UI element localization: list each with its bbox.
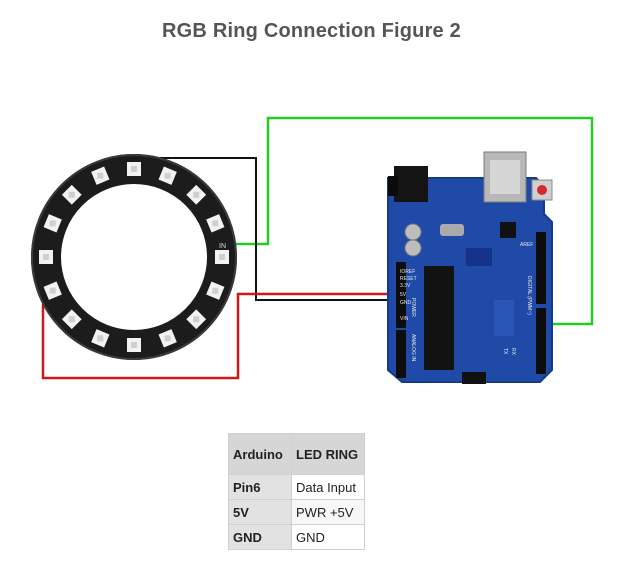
ring-cell: GND — [291, 524, 365, 550]
table-row: 5V PWR +5V — [228, 499, 365, 525]
data-wire — [232, 116, 594, 326]
table-row: Pin6 Data Input — [228, 474, 365, 500]
header-led-ring: LED RING — [291, 433, 365, 475]
tx-label: TX — [502, 348, 508, 355]
led-chip — [193, 191, 200, 198]
vin-label: VIN — [400, 316, 409, 322]
connection-table: Arduino LED RING Pin6 Data Input 5V PWR … — [228, 433, 365, 550]
microcontroller-chip — [424, 266, 454, 370]
led-chip — [212, 220, 219, 227]
table-header-row: Arduino LED RING — [228, 433, 365, 475]
led-chip — [164, 172, 171, 179]
arduino-cell: GND — [228, 524, 292, 550]
led-chip — [219, 254, 225, 260]
aref-label: AREF — [520, 242, 533, 248]
led-chip — [43, 254, 49, 260]
reset-label: RESET — [400, 276, 417, 282]
led-chip — [97, 335, 104, 342]
v33-label: 3.3V — [400, 283, 411, 289]
header-arduino: Arduino — [228, 433, 292, 475]
table-row: GND GND — [228, 524, 365, 550]
led-chip — [164, 335, 171, 342]
gnd-label: GND — [400, 300, 412, 306]
ground-wire — [160, 157, 393, 301]
led-chip — [131, 342, 137, 348]
ring-in-label: IN — [219, 243, 226, 250]
rx-label: RX — [510, 348, 516, 356]
analog-in-label: ANALOG IN — [410, 334, 416, 362]
ring-cell: PWR +5V — [291, 499, 365, 525]
arduino-cell: 5V — [228, 499, 292, 525]
analog-header — [396, 330, 406, 378]
led-chip — [68, 191, 75, 198]
v5-label: 5V — [400, 292, 407, 298]
led-chip — [131, 166, 137, 172]
led-chip — [49, 287, 56, 294]
led-ring: IN — [31, 154, 237, 360]
led-chip — [193, 316, 200, 323]
ring-cell: Data Input — [291, 474, 365, 500]
led-chip — [212, 287, 219, 294]
led-chip — [49, 220, 56, 227]
arduino-board: IOREF RESET 3.3V 5V GND VIN POWER ANALOG… — [387, 151, 553, 384]
led-chip — [97, 172, 104, 179]
digital-header-bottom — [536, 308, 546, 374]
power-header — [396, 262, 406, 328]
power-jack — [394, 166, 428, 202]
led-chip — [68, 316, 75, 323]
power-label: POWER — [410, 298, 416, 317]
figure-title: RGB Ring Connection Figure 2 — [162, 20, 461, 42]
arduino-cell: Pin6 — [228, 474, 292, 500]
ioref-label: IOREF — [400, 269, 415, 275]
digital-header-top — [536, 232, 546, 304]
digital-label: DIGITAL (PWM~) — [526, 276, 532, 315]
